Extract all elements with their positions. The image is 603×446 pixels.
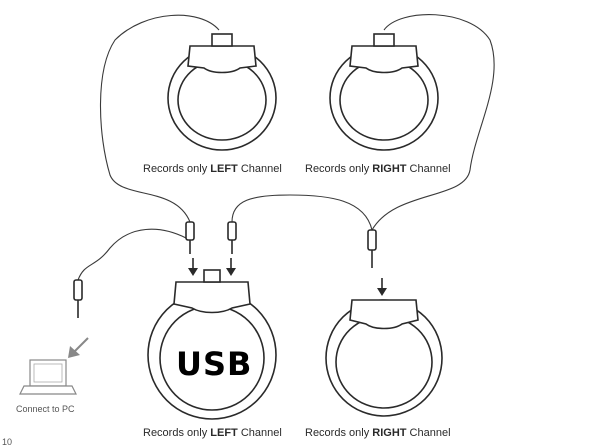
arrow-down-left-a-icon: [188, 258, 198, 276]
plug-left-b: [227, 221, 237, 254]
cable-usb: [77, 228, 187, 281]
cable-top-right-mic: [371, 14, 495, 231]
caption-bottom-left: Records only LEFT Channel: [143, 427, 282, 439]
plug-right: [367, 229, 377, 268]
laptop-icon: [19, 359, 77, 395]
plug-usb: [73, 279, 83, 318]
arrow-down-left-b-icon: [226, 258, 236, 276]
caption-top-right: Records only RIGHT Channel: [305, 163, 451, 175]
usb-label: USB: [176, 345, 252, 383]
pc-label: Connect to PC: [16, 404, 75, 414]
arrow-down-right-icon: [377, 278, 387, 296]
caption-top-left: Records only LEFT Channel: [143, 163, 282, 175]
page-mark: 10: [2, 437, 12, 446]
mic-bottom-right: [325, 299, 443, 417]
mic-bottom-left: [147, 269, 277, 420]
cable-top-left-mic: [99, 14, 220, 223]
plug-left-a: [185, 221, 195, 254]
cable-bottom-link: [231, 194, 373, 231]
mic-top-left: [167, 33, 277, 151]
caption-bottom-right: Records only RIGHT Channel: [305, 427, 451, 439]
arrow-to-pc-icon: [68, 337, 89, 358]
mic-top-right: [329, 33, 439, 151]
